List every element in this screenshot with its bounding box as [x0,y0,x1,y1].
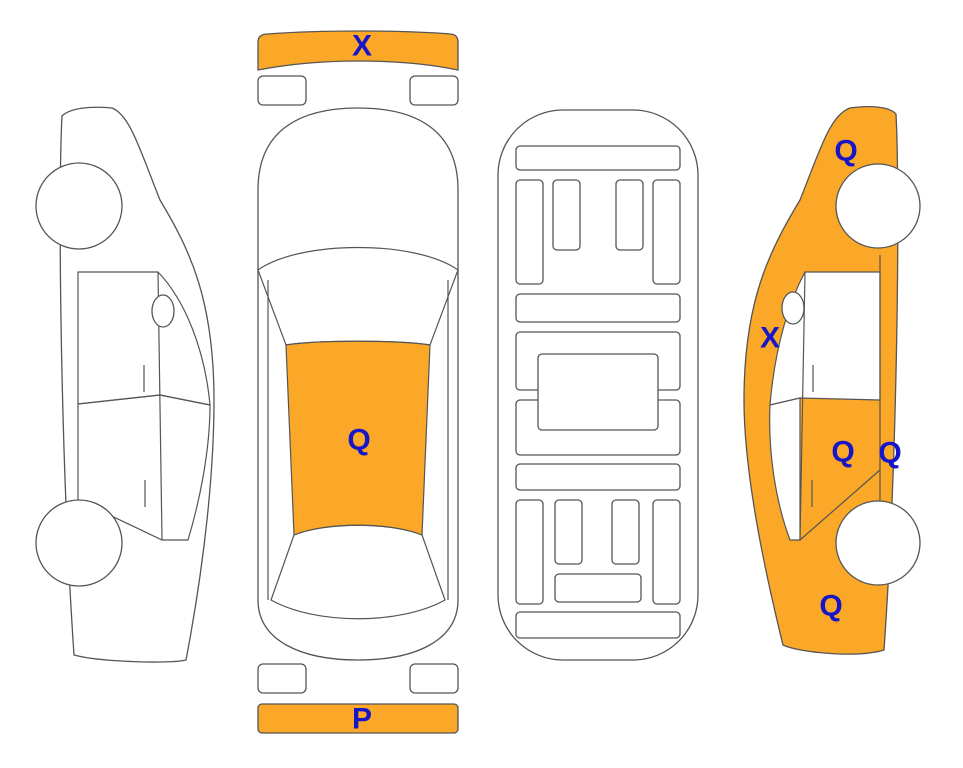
damage-markers: X P Q Q X Q Q Q [347,30,901,736]
marker-right-windshield-pillar: X [760,322,780,355]
right-side-rear-wheel [835,500,921,586]
car-right-side-view [743,106,921,655]
right-side-door-line [799,271,806,541]
underside-front-left-bay [515,179,544,285]
underside-front-right-inner [615,179,644,251]
right-side-rear-door-edge [799,469,881,541]
underside-rear-right-inner [611,499,640,565]
front-left-light [257,75,307,106]
marker-rear-bumper: P [352,703,372,736]
right-side-front-wheel [835,163,921,249]
left-side-rear-wheel [35,499,123,587]
underside-front-rail [515,145,681,171]
marker-right-rocker: Q [878,437,901,470]
right-side-mirror [781,291,805,325]
rear-left-light [257,663,307,694]
front-right-light [409,75,459,106]
underside-front-right-bay [652,179,681,285]
car-top-view [257,30,459,734]
underside-rear-crossmember [515,463,681,491]
car-left-side-view [35,106,215,663]
underside-rear-rail [515,611,681,639]
rear-right-light [409,663,459,694]
left-side-mirror [151,294,175,328]
rear-bumper-panel [257,703,459,734]
underside-front-crossmember [515,293,681,323]
right-side-rear-glass [769,397,801,541]
underside-rear-left-bay [515,499,544,605]
top-rear-window [270,524,446,620]
front-bumper-panel [257,30,459,71]
car-underside-view [497,109,699,661]
marker-front-bumper: X [352,30,372,63]
marker-right-rear-quarter: Q [819,590,842,623]
underside-center-panel [537,353,659,431]
left-side-glass-rear [77,394,211,541]
marker-roof: Q [347,424,370,457]
underside-rear-axle [554,573,642,603]
underside-rear-right-bay [652,499,681,605]
marker-right-front-fender: Q [834,135,857,168]
underside-front-left-inner [552,179,581,251]
marker-right-front-door: Q [831,436,854,469]
underside-rear-left-inner [554,499,583,565]
left-side-front-wheel [35,162,123,250]
